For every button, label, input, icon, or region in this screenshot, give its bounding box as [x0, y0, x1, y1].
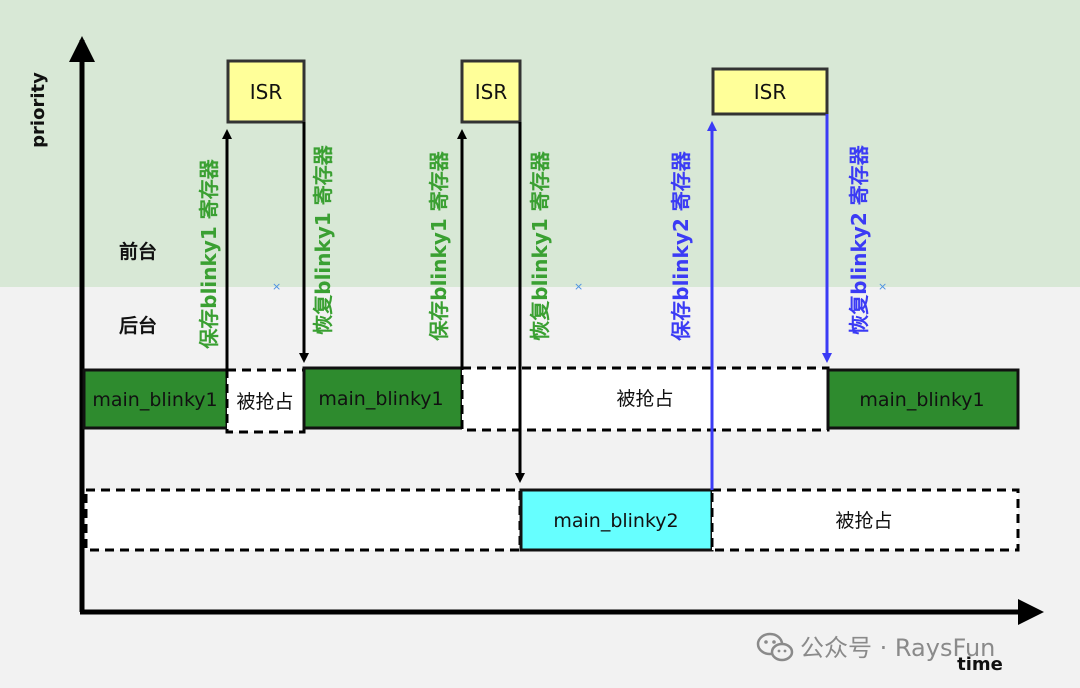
isr-box [711, 67, 829, 116]
task-label: main_blinky1 [859, 389, 984, 411]
restore-label: 恢复blinky2 寄存器 [847, 144, 871, 334]
marker-x: × [574, 280, 583, 293]
task-label: main_blinky1 [318, 388, 443, 410]
y-axis-label: priority [28, 72, 49, 148]
task-label: main_blinky2 [553, 510, 678, 532]
task-label: main_blinky1 [92, 389, 217, 411]
foreground-band [0, 0, 1080, 287]
marker-x: × [272, 280, 281, 293]
isr-label: ISR [250, 80, 283, 104]
task-block-blinky2 [519, 488, 714, 552]
save-label: 保存blinky1 寄存器 [427, 150, 451, 341]
idle-slot [84, 488, 522, 552]
restore-label: 恢复blinky1 寄存器 [311, 144, 335, 334]
save-label: 保存blinky2 寄存器 [669, 150, 693, 341]
preempted-label: 被抢占 [616, 388, 673, 410]
preempted-block [710, 488, 1020, 552]
restore-label: 恢复blinky1 寄存器 [528, 150, 552, 340]
isr-label: ISR [754, 80, 787, 104]
marker-x: × [878, 280, 887, 293]
wechat-icon [756, 632, 794, 662]
foreground-label: 前台 [119, 240, 157, 263]
background-label: 后台 [119, 314, 157, 337]
background-band [0, 287, 1080, 688]
isr-label: ISR [475, 80, 508, 104]
preempted-label: 被抢占 [236, 391, 293, 413]
x-axis-label: time [957, 654, 1003, 675]
y-axis-arrowhead [69, 36, 95, 62]
preempted-label: 被抢占 [835, 510, 892, 532]
isr-box [460, 59, 522, 124]
save-label: 保存blinky1 寄存器 [197, 158, 221, 349]
task-block-blinky1 [302, 366, 464, 430]
isr-box [226, 59, 306, 124]
task-block-blinky1 [82, 368, 229, 430]
x-axis-arrowhead [1018, 599, 1044, 625]
task-block-blinky1 [826, 368, 1020, 430]
watermark-text: 公众号 · RaysFun [800, 634, 995, 662]
